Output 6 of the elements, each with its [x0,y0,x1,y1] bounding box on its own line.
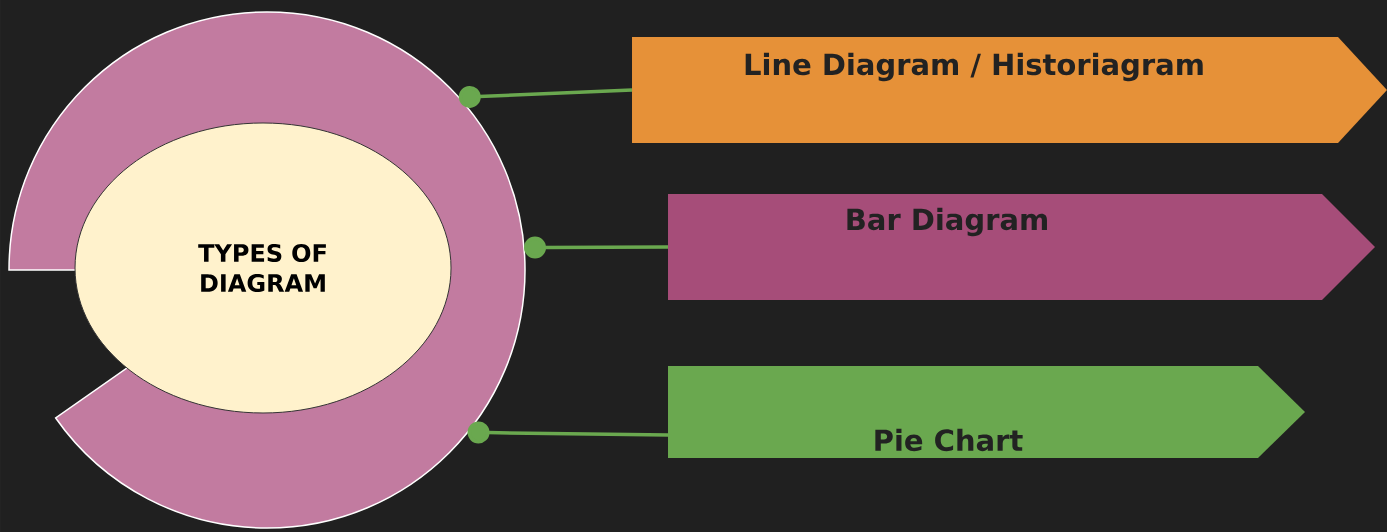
connector-line [467,421,669,444]
arrow-banner: Bar Diagram [668,194,1375,300]
arrow-banner: Line Diagram / Historiagram [632,37,1387,143]
arrow-banner: Pie Chart [668,366,1305,458]
connector-line [524,236,668,259]
connector-line [458,85,633,108]
